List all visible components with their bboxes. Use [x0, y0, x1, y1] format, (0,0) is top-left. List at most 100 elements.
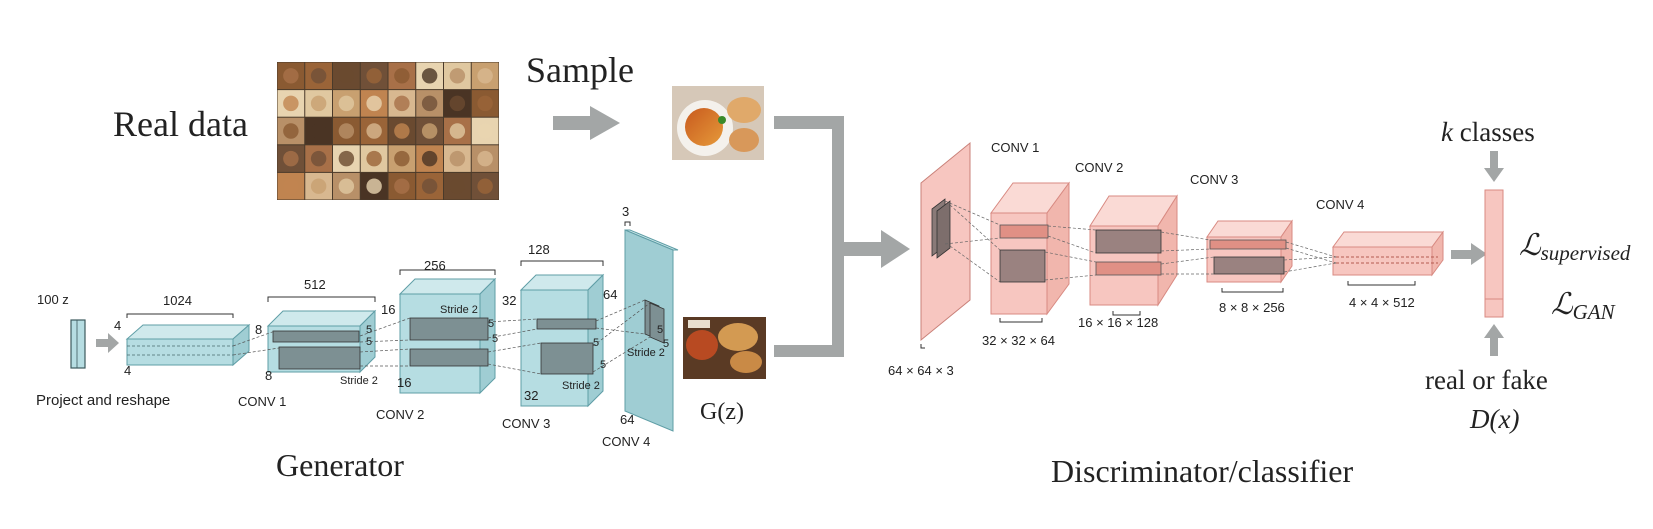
- disc-input-dims: 64 × 64 × 3: [888, 363, 954, 378]
- gen-conv1-label: CONV 1: [238, 394, 286, 409]
- food-thumbnail-dish: [421, 150, 438, 167]
- conv3-dim-top: 32: [502, 293, 516, 308]
- conv3-kernel-a: 5: [593, 337, 599, 349]
- conv1-dim-bottom: 8: [265, 368, 272, 383]
- conv3-kernel-b: 5: [600, 359, 606, 371]
- food-thumbnail-dish: [310, 95, 327, 112]
- conv4-dim-bottom: 64: [620, 412, 634, 427]
- food-thumbnail-dish: [477, 178, 493, 194]
- food-thumbnail-dish: [477, 123, 493, 139]
- food-thumbnail-dish: [283, 178, 299, 194]
- conv2-kernel-b: 5: [492, 333, 498, 345]
- conv2-width-label: 512: [304, 277, 326, 292]
- food-thumbnail-dish: [338, 150, 355, 167]
- disc-conv2-dims: 16 × 16 × 128: [1078, 315, 1158, 330]
- real-or-fake-label: real or fake: [1425, 365, 1548, 395]
- food-thumbnail-dish: [394, 150, 410, 167]
- food-thumbnail-dish: [421, 68, 438, 84]
- sample-arrow: [553, 106, 620, 140]
- merge-connector: [774, 116, 910, 357]
- z-vector: [70, 319, 86, 369]
- food-thumbnail-dish: [283, 68, 299, 84]
- generator-network: 100 z Project and reshape 4 4 1024 8 8 5…: [36, 204, 766, 483]
- food-thumbnail-dish: [449, 95, 466, 112]
- output-arrow: [1451, 243, 1487, 265]
- output-channels-label: 3: [622, 204, 629, 219]
- food-thumbnail-dish: [310, 123, 327, 139]
- project-arrow: [96, 333, 119, 353]
- sample-image: [672, 86, 764, 160]
- food-thumbnail-dish: [449, 150, 466, 167]
- project-dim-top: 4: [114, 318, 121, 333]
- sample-label: Sample: [526, 50, 634, 90]
- conv4-kernel-b: 5: [663, 338, 669, 350]
- output-vector: [1484, 189, 1504, 318]
- conv2-kernel-a: 5: [488, 318, 494, 330]
- disc-conv1-label: CONV 1: [991, 140, 1039, 155]
- disc-conv1-dims: 32 × 32 × 64: [982, 333, 1055, 348]
- discriminator-network: 64 × 64 × 3 CONV 1 32 × 32 × 64 CONV 2 1…: [888, 117, 1631, 489]
- food-thumbnail-dish: [394, 95, 410, 112]
- conv4-kernel-a: 5: [657, 324, 663, 336]
- food-thumbnail-dish: [283, 150, 299, 167]
- gz-label: G(z): [700, 399, 744, 425]
- real-fake-arrow: [1484, 324, 1504, 356]
- k-classes-label: k classes: [1441, 117, 1535, 147]
- conv4-dim-top: 64: [603, 287, 617, 302]
- food-thumbnail-dish: [283, 95, 299, 112]
- food-thumbnail-dish: [338, 95, 355, 112]
- real-data-image-grid: [277, 62, 499, 200]
- food-thumbnail-dish: [310, 68, 327, 84]
- disc-conv4-dims: 4 × 4 × 512: [1349, 295, 1415, 310]
- food-thumbnail-dish: [394, 178, 410, 194]
- generator-title: Generator: [276, 447, 404, 483]
- gen-conv2-label: CONV 2: [376, 407, 424, 422]
- conv4-width-label: 128: [528, 242, 550, 257]
- conv2-dim-top: 16: [381, 302, 395, 317]
- food-thumbnail-dish: [310, 150, 327, 167]
- food-thumbnail-dish: [477, 68, 493, 84]
- project-dim-bottom: 4: [124, 363, 131, 378]
- generated-image: [683, 317, 766, 379]
- conv3-stride: Stride 2: [562, 380, 600, 392]
- food-thumbnail-dish: [366, 95, 382, 112]
- conv1-stride: Stride 2: [340, 375, 378, 387]
- conv1-dim-top: 8: [255, 322, 262, 337]
- dx-label: D(x): [1469, 404, 1519, 434]
- food-thumbnail-dish: [310, 178, 327, 194]
- food-thumbnail-dish: [338, 68, 355, 84]
- food-thumbnail-dish: [338, 178, 355, 194]
- food-thumbnail-dish: [449, 68, 466, 84]
- conv3-width-label: 256: [424, 258, 446, 273]
- disc-conv4-label: CONV 4: [1316, 197, 1364, 212]
- food-thumbnail-dish: [477, 150, 493, 167]
- conv1-width-label: 1024: [163, 293, 192, 308]
- conv4-stride: Stride 2: [627, 347, 665, 359]
- food-thumbnail-dish: [366, 150, 382, 167]
- food-thumbnail-dish: [283, 123, 299, 139]
- food-thumbnail-dish: [477, 95, 493, 112]
- conv2-dim-bottom: 16: [397, 375, 411, 390]
- food-thumbnail-dish: [338, 123, 355, 139]
- food-thumbnail-dish: [366, 178, 382, 194]
- food-thumbnail-dish: [449, 123, 466, 139]
- conv3-dim-bottom: 32: [524, 388, 538, 403]
- food-thumbnail-dish: [394, 123, 410, 139]
- food-thumbnail-dish: [366, 123, 382, 139]
- disc-conv3-dims: 8 × 8 × 256: [1219, 300, 1285, 315]
- k-classes-arrow: [1484, 151, 1504, 182]
- loss-supervised: ℒsupervised: [1519, 229, 1631, 265]
- food-thumbnail-dish: [366, 68, 382, 84]
- conv1-kernel-b: 5: [366, 336, 372, 348]
- food-thumbnail-dish: [421, 95, 438, 112]
- project-reshape-label: Project and reshape: [36, 392, 170, 409]
- disc-conv2-label: CONV 2: [1075, 160, 1123, 175]
- conv2-stride: Stride 2: [440, 304, 478, 316]
- conv1-kernel-a: 5: [366, 324, 372, 336]
- food-thumbnail-dish: [421, 178, 438, 194]
- gen-input-label: 100 z: [37, 292, 69, 307]
- food-thumbnail-dish: [421, 123, 438, 139]
- disc-conv3-label: CONV 3: [1190, 172, 1238, 187]
- gen-conv4-label: CONV 4: [602, 434, 650, 449]
